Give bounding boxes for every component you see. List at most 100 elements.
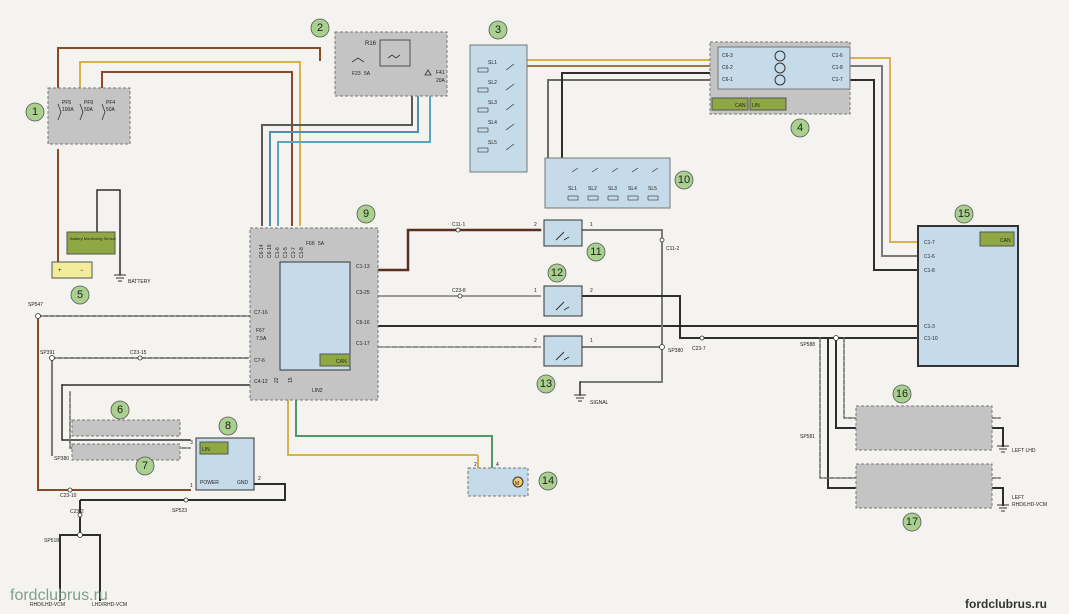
switch-contact-icon [651,167,659,173]
c23-15: C23-15 [130,350,147,356]
signal-label: SIGNAL [590,400,609,406]
pin-15: C1-10 [924,336,938,342]
callout-12: 12 [547,263,567,283]
callout-number: 10 [678,174,690,186]
switch-label: SL1 [568,186,577,192]
lin2-label: LIN2 [312,388,323,394]
top-pin: C6-16 [267,244,273,258]
switch-contact-icon [505,63,515,71]
battery-label: BATTERY [128,279,151,285]
pin-right: C1-8 [832,65,843,71]
right-pin: C3-25 [356,290,370,296]
c11-2: C11-2 [666,246,679,252]
lin-badge [749,97,787,111]
callout-number: 4 [797,122,803,134]
sp547: SP547 [28,302,43,308]
switch-label: SL3 [488,100,497,106]
sp380-b: SP380 [54,456,69,462]
callout-16: 16 [892,384,912,404]
pin-left: C6-1 [722,77,733,83]
bottom-label-right: LHD/RHD-VCM [92,602,127,608]
callout-number: 16 [896,388,908,400]
left-pin: C7-6 [254,358,265,364]
pin-15: C1-8 [924,268,935,274]
callout-number: 1 [32,106,38,118]
top-pin: C1-6 [275,247,281,258]
battery-minus: − [80,268,84,274]
pin-15: C1-3 [924,324,935,330]
callout-number: 15 [958,208,970,220]
switch-contact-icon [611,167,619,173]
fuse-rating: 50A [106,107,116,113]
ground-icon [114,274,126,282]
module-4: C6-3C6-2C6-1C1-6C1-8C1-7 CAN LIN [709,41,851,115]
pin-a-14: 2 [474,462,477,468]
fuse-icon [79,103,84,121]
switch-contact-icon [591,167,599,173]
sp518: SP518 [44,538,59,544]
callout-number: 12 [551,267,563,279]
callout-17: 17 [902,512,922,532]
module-8: LIN POWER GND 1 2 3 [190,437,261,491]
sensor-label: Battery Monitoring Sensor [70,236,117,241]
switch-label: SL4 [628,186,637,192]
right-pin: C1-17 [356,341,370,347]
callout-2: 2 [310,18,330,38]
callout-1: 1 [25,102,45,122]
c23-8: C23-8 [452,288,466,294]
ground-icon-17 [997,504,1009,512]
callout-number: 2 [317,22,323,34]
switch-11: 2 1 [534,219,593,247]
switch-contact-icon [505,83,515,91]
callout-3: 3 [488,20,508,40]
pin-out-12: 2 [590,288,593,294]
callout-number: 9 [363,208,369,220]
switch-resistor-icon [477,127,489,133]
top-pin: C6-14 [259,244,265,258]
fuse-a-name: F23 [352,71,361,77]
watermark-right: fordclubrus.ru [965,597,1047,611]
sp380-a: SP380 [668,348,683,354]
callout-7: 7 [135,456,155,476]
callout-6: 6 [110,400,130,420]
ground-icon-16 [997,445,1009,453]
pin-right: C1-6 [832,53,843,59]
lin-text-8: LIN [202,447,210,453]
switch-label: SL4 [488,120,497,126]
switch-13: 2 1 [534,335,593,367]
fuse-b-name: F41 [436,70,445,76]
f67-rating: 7.5A [256,336,267,342]
pin-15: 15 [288,377,294,383]
signal-ground-icon [574,394,586,402]
switch-resistor-icon [607,195,619,201]
switch-contact-icon [571,167,579,173]
switch-resistor-icon [587,195,599,201]
switch-label: SL2 [588,186,597,192]
pin-in-11: 2 [534,222,537,228]
left-pin: C4-12 [254,379,268,385]
top-pin: C1-7 [291,247,297,258]
switch-resistor-icon [477,67,489,73]
switch-contact-icon [631,167,639,173]
power-label: POWER [200,480,219,486]
relay-box-2: R16 F23 5A F41 20A [334,31,448,97]
can-badge [711,97,749,111]
callout-9: 9 [356,204,376,224]
fuse-icon [101,103,106,121]
motor-text: M [515,481,519,487]
switch-contact-icon [505,103,515,111]
switch-resistor-icon [477,87,489,93]
fuse-name: PF9 [84,100,93,106]
watermark-left: fordclubrus.ru [10,587,108,604]
pin-15: C1-7 [924,240,935,246]
c23-2: C23-2 [70,509,84,515]
pin-out-13: 1 [590,338,593,344]
left-pin: C7-16 [254,310,268,316]
module-15: C1-7C1-6C1-8C1-3C1-10 CAN [917,225,1019,367]
pin-left: C6-2 [722,65,733,71]
